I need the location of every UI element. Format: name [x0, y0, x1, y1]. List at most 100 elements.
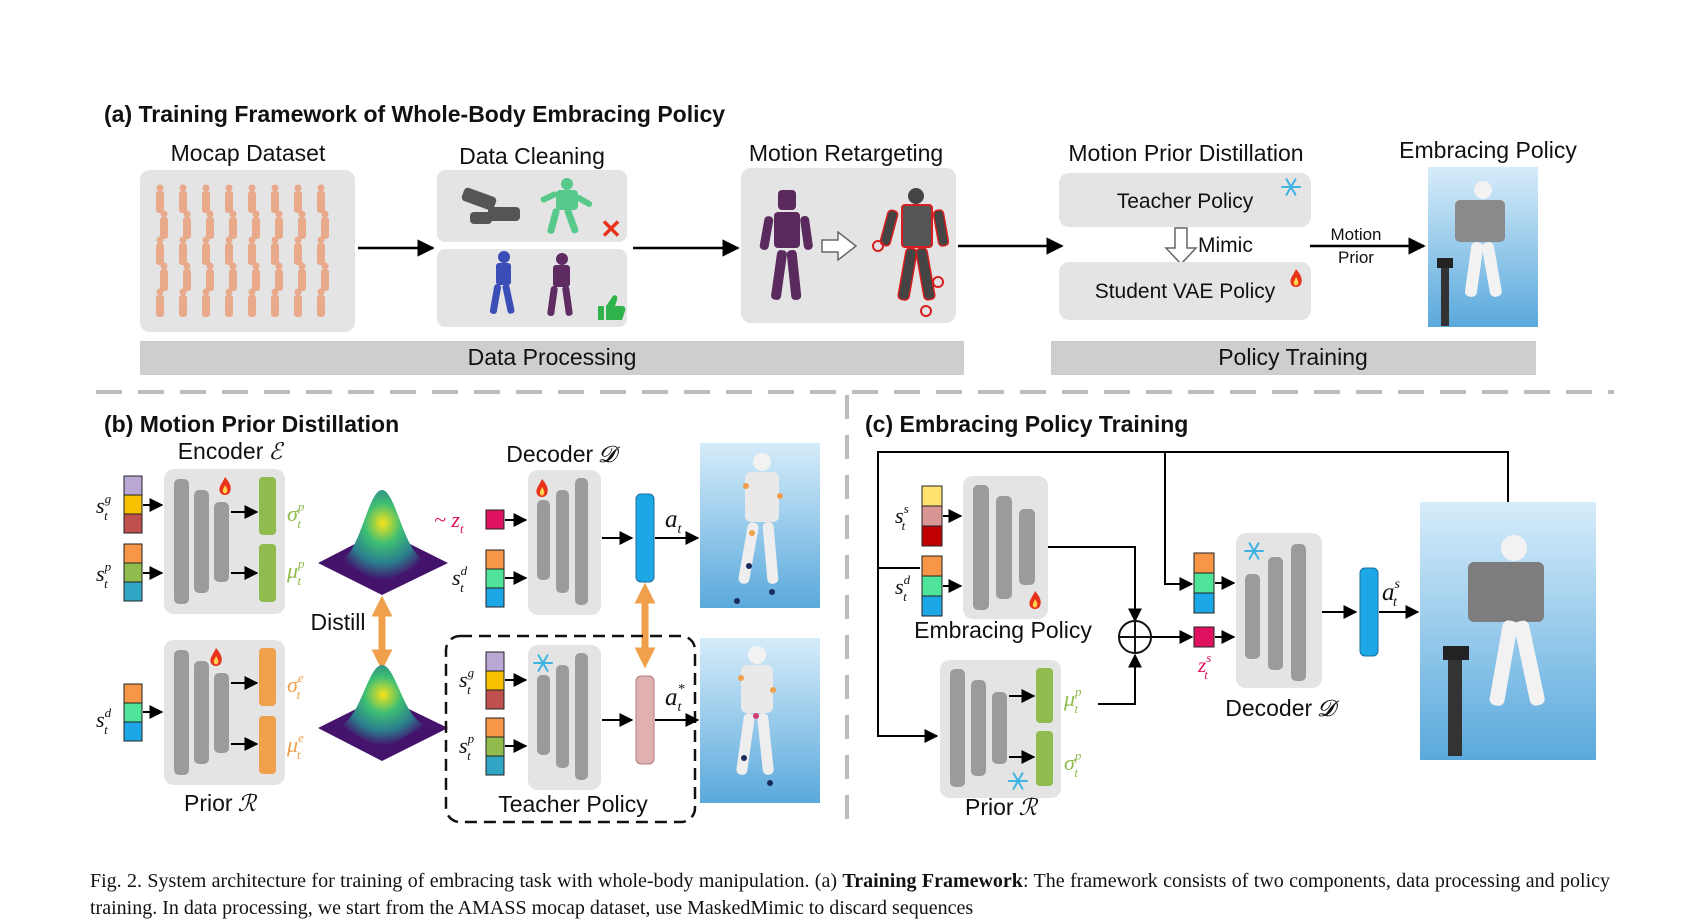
mocap-figure: [156, 288, 164, 317]
mocap-figure: [298, 262, 306, 291]
mocap-figure: [294, 288, 302, 317]
teacher-sp-cell-2: [485, 736, 505, 757]
mocap-figure: [248, 288, 256, 317]
mimic-down-arrow: [1164, 227, 1198, 266]
ss-cell-1: [921, 485, 943, 507]
prior-symbol: ℛ: [238, 791, 258, 817]
decoder-b-layer-3: [575, 478, 588, 605]
panel-b-title: (b) Motion Prior Distillation: [104, 411, 399, 437]
c-sd-cell-3: [921, 595, 943, 617]
z-latent-cell: [485, 509, 505, 530]
decoder-c-layer-2: [1268, 557, 1283, 670]
teacher-sp-cell-1: [485, 717, 505, 738]
motion-retargeting-label: Motion Retargeting: [749, 140, 943, 166]
decoder-b-layer-1: [537, 500, 550, 580]
mocap-dataset-label: Mocap Dataset: [171, 140, 326, 166]
panel-a-title: (a) Training Framework of Whole-Body Emb…: [104, 101, 725, 127]
mocap-figure: [252, 262, 260, 291]
prior-word: Prior: [184, 790, 233, 816]
mocap-figure: [229, 262, 237, 291]
z-label: ~ zt: [434, 507, 464, 536]
mocap-figure: [298, 210, 306, 239]
prior-layer-2: [194, 661, 209, 764]
mocap-figure: [275, 210, 283, 239]
mocap-figure: [206, 262, 214, 291]
prior-c-layer-3: [992, 692, 1007, 764]
embracing-layer-1: [973, 485, 989, 610]
dec-sd-cell-3: [485, 587, 505, 608]
decoder-word-c: Decoder: [1225, 695, 1312, 721]
policy-training-bar: [1051, 341, 1536, 375]
motion-prior-distillation-label: Motion Prior Distillation: [1068, 140, 1303, 166]
policy-training-label: Policy Training: [1218, 344, 1368, 370]
c-dec-sd-cell-2: [1193, 572, 1215, 594]
embracing-layer-3: [1019, 509, 1035, 585]
prior-c-mu-output: [1036, 668, 1053, 723]
teacher-sp-cell-3: [485, 755, 505, 776]
action-label: at: [665, 506, 683, 537]
c-sd-cell-2: [921, 575, 943, 597]
teacher-layer-1: [537, 675, 550, 755]
mocap-figure: [275, 262, 283, 291]
mocap-figure: [183, 210, 191, 239]
accepted-robot-blue: [489, 251, 515, 314]
figure-caption: Fig. 2. System architecture for training…: [90, 868, 1610, 922]
data-cleaning-label: Data Cleaning: [459, 143, 605, 169]
prior-mu-to-sum-line: [1098, 653, 1142, 705]
encoder-layer-3: [214, 502, 229, 582]
prior-layer-3: [214, 673, 229, 753]
robot-image-top: [700, 443, 820, 608]
mocap-figure: [160, 262, 168, 291]
mocap-figure: [183, 262, 191, 291]
caption-rest: : The framework consists of two componen…: [90, 870, 1611, 919]
mocap-figure: [179, 184, 187, 213]
z-text: ~ z: [434, 507, 460, 532]
encoder-layer-1: [174, 479, 189, 604]
gaussian-distribution-bottom: [318, 665, 448, 761]
mocap-figure: [271, 184, 279, 213]
motion-prior-word-motion: Motion: [1330, 225, 1381, 244]
sd-cell-3: [123, 721, 143, 742]
embracing-policy-net-label: Embracing Policy: [914, 617, 1092, 643]
dec-sd-cell-2: [485, 568, 505, 589]
cleaning-accepted-box: [437, 249, 627, 327]
embracing-layer-2: [996, 496, 1012, 599]
data-processing-label: Data Processing: [468, 344, 637, 370]
prior-c-layer-2: [971, 680, 986, 776]
mocap-figure: [202, 236, 210, 265]
prior-c-symbol: ℛ: [1019, 795, 1039, 821]
mocap-figure: [156, 236, 164, 265]
mocap-figure: [225, 236, 233, 265]
teacher-action-cell: [635, 675, 655, 765]
mocap-figure: [225, 288, 233, 317]
embracing-robot-image: [1420, 502, 1596, 760]
mocap-figure: [248, 236, 256, 265]
student-vae-policy-box: [1059, 262, 1311, 320]
teacher-policy-label-b: Teacher Policy: [498, 791, 648, 817]
sg-cell-2: [123, 494, 143, 515]
decoder-c-layer-3: [1291, 544, 1306, 681]
mocap-figure: [229, 210, 237, 239]
mocap-figure: [317, 236, 325, 265]
motion-prior-word-prior: Prior: [1338, 248, 1374, 267]
cleaning-rejected-box: [437, 170, 627, 242]
prior-layer-1: [174, 650, 189, 775]
teacher-action-label: a*t: [665, 682, 685, 715]
retarget-human-figure: [759, 190, 813, 300]
sg-cell-1: [123, 475, 143, 496]
rejected-robot-green: [540, 178, 593, 234]
sp-cell-2: [123, 562, 143, 583]
teacher-sg-cell-2: [485, 670, 505, 691]
z-subscript: t: [460, 521, 464, 536]
